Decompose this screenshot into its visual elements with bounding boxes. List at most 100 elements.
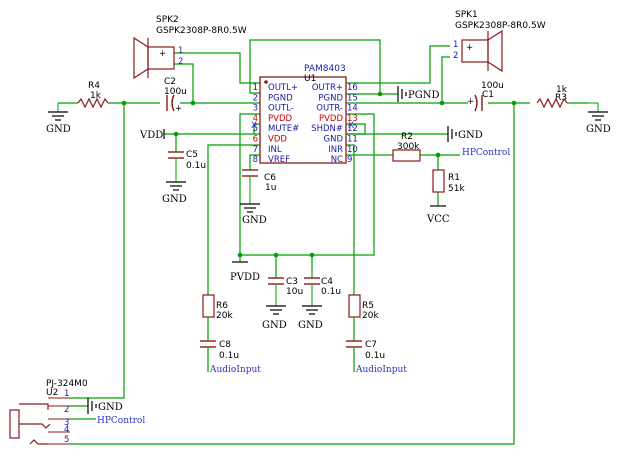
ground-icon bbox=[87, 398, 97, 414]
gnd-symbol-pin11: GND bbox=[447, 126, 483, 142]
junction-dot bbox=[511, 100, 517, 106]
capacitor-icon bbox=[268, 277, 284, 285]
u2-pin3: 3 bbox=[64, 418, 69, 428]
polarized-capacitor-icon bbox=[166, 94, 175, 112]
r1-ref: R1 bbox=[448, 173, 460, 183]
resistor-r4: R4 1k bbox=[77, 81, 109, 109]
c1-value: 100u bbox=[481, 81, 504, 91]
capacitor-c6: C6 1u GND bbox=[240, 169, 276, 226]
ground-icon bbox=[447, 126, 457, 142]
gnd-label: GND bbox=[98, 402, 123, 413]
spk1-ref: SPK1 bbox=[455, 10, 478, 20]
vdd-symbol: VDD bbox=[139, 129, 165, 141]
pvdd-symbol: PVDD bbox=[230, 261, 260, 283]
ic-pin-name: PGND bbox=[318, 93, 343, 103]
ic-pin-number: 4 bbox=[253, 114, 258, 124]
net-label-audioinput-right: AudioInput bbox=[355, 365, 407, 375]
junction-dot bbox=[439, 100, 445, 106]
c5-value: 0.1u bbox=[186, 161, 206, 171]
ground-icon bbox=[48, 111, 68, 121]
ic-pin-name: VREF bbox=[268, 155, 290, 165]
ic-pin-number: 10 bbox=[347, 145, 358, 155]
ic-pin-name: PGND bbox=[268, 93, 293, 103]
jack-pin-lines bbox=[48, 397, 70, 445]
gnd-label: GND bbox=[586, 124, 611, 135]
ic-pin-name: OUTR+ bbox=[312, 83, 343, 93]
speaker-spk2: SPK2 GSPK2308P-8R0.5W + 1 2 bbox=[133, 15, 247, 80]
spk1-pin2: 2 bbox=[453, 51, 458, 61]
junction-dot bbox=[309, 252, 315, 258]
ic-pin-name: OUTL- bbox=[268, 104, 294, 114]
u2-pin4: 4 bbox=[64, 425, 69, 435]
pvdd-label: PVDD bbox=[230, 272, 260, 283]
capacitor-c7: C7 0.1u bbox=[346, 340, 385, 361]
vcc-label: VCC bbox=[426, 214, 450, 225]
junction-dot bbox=[173, 131, 179, 137]
gnd-label: GND bbox=[162, 194, 187, 205]
ground-icon bbox=[397, 86, 407, 102]
polarized-capacitor-icon bbox=[474, 94, 483, 112]
wire-spk1-pin1 bbox=[346, 45, 450, 84]
wire-mute-shdn bbox=[253, 123, 260, 134]
c2-value: 100u bbox=[164, 87, 187, 97]
junction-dot bbox=[273, 252, 279, 258]
wire-spk2-pin1 bbox=[174, 52, 260, 84]
capacitor-c3: C3 10u GND bbox=[262, 277, 303, 331]
capacitor-icon bbox=[242, 169, 258, 177]
gnd-symbol-jack: GND bbox=[87, 398, 123, 414]
speaker-spk1: SPK1 GSPK2308P-8R0.5W + 1 2 bbox=[453, 10, 546, 73]
spk1-value: GSPK2308P-8R0.5W bbox=[455, 21, 546, 31]
capacitor-icon bbox=[346, 340, 362, 348]
gnd-label: GND bbox=[262, 320, 287, 331]
c1-ref: C1 bbox=[482, 90, 494, 100]
spk2-ref: SPK2 bbox=[156, 15, 179, 25]
ic-pin-number: 7 bbox=[253, 145, 258, 155]
speaker-icon bbox=[133, 36, 175, 80]
ic-pin-number: 9 bbox=[347, 155, 352, 165]
wire-jack-left bbox=[70, 103, 125, 399]
u2-pin2: 2 bbox=[64, 405, 69, 415]
wire-jack-right bbox=[70, 103, 515, 445]
spk2-value: GSPK2308P-8R0.5W bbox=[156, 26, 247, 36]
ic-pin-number: 16 bbox=[347, 83, 358, 93]
ic-pin-number: 12 bbox=[347, 124, 358, 134]
resistor-r2: R2 300k bbox=[392, 132, 421, 162]
ground-icon bbox=[266, 305, 286, 315]
u2-pin1: 1 bbox=[64, 389, 69, 399]
r3-ref: R3 bbox=[555, 93, 567, 103]
capacitor-icon bbox=[168, 151, 184, 159]
resistor-icon bbox=[392, 149, 421, 162]
junction-dot bbox=[190, 100, 196, 106]
ic-pin-number: 1 bbox=[253, 83, 258, 93]
junction-dot bbox=[377, 91, 383, 97]
wire-spk2-pin2 bbox=[174, 63, 194, 103]
resistor-icon bbox=[202, 294, 215, 318]
capacitor-c1: 100u C1 + bbox=[467, 81, 504, 112]
spk2-pin2: 2 bbox=[178, 57, 183, 67]
audio-jack-u2: PJ-324M0 U2 1 2 3 4 5 bbox=[9, 379, 88, 445]
pgnd-symbol: PGND bbox=[397, 86, 439, 102]
wire-pvdd-left bbox=[239, 113, 375, 256]
c7-ref: C7 bbox=[365, 340, 377, 350]
r4-value: 1k bbox=[90, 91, 102, 101]
ic-pin-name: OUTR- bbox=[316, 104, 343, 114]
ic-body bbox=[259, 76, 347, 164]
resistor-r1: R1 51k VCC bbox=[426, 169, 465, 225]
nc-mark-mute: X bbox=[251, 121, 257, 131]
capacitor-c8: C8 0.1u bbox=[200, 340, 239, 361]
speaker-icon bbox=[461, 29, 503, 73]
ic-pin-name: VDD bbox=[268, 135, 287, 145]
gnd-label: GND bbox=[298, 320, 323, 331]
c2-ref: C2 bbox=[164, 77, 176, 87]
vdd-label: VDD bbox=[139, 130, 163, 141]
ic-pin-name: GND bbox=[324, 135, 344, 145]
r5-value: 20k bbox=[362, 311, 379, 321]
gnd-label: GND bbox=[458, 130, 483, 141]
ic-pin-number: 15 bbox=[347, 93, 358, 103]
u2-ref: U2 bbox=[46, 388, 58, 398]
r1-value: 51k bbox=[448, 184, 465, 194]
c1-plus: + bbox=[467, 97, 474, 107]
net-label-hpcontrol-jack: HPControl bbox=[97, 416, 145, 426]
